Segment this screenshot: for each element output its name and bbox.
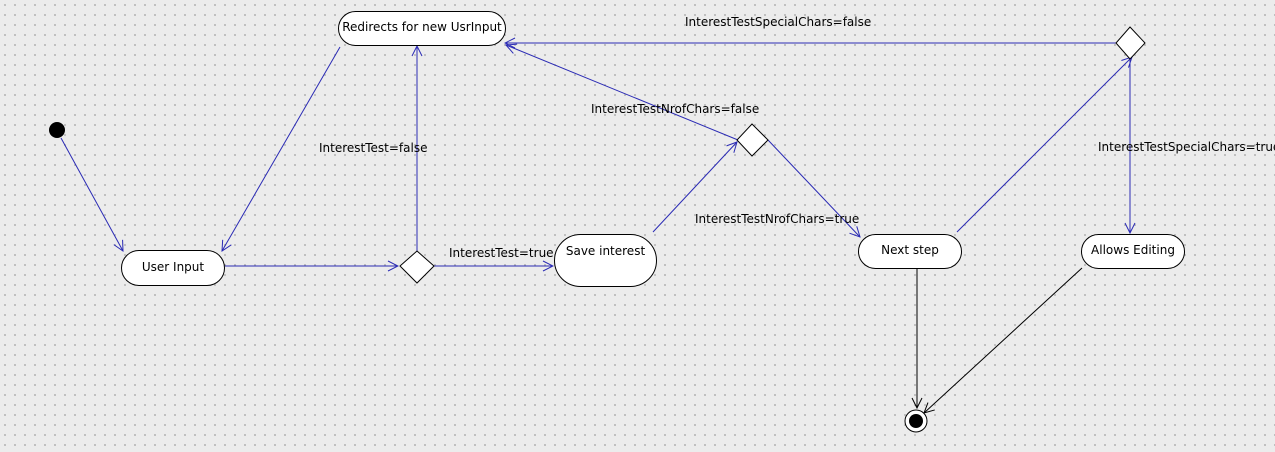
save-interest-node[interactable]: Save interest [554, 234, 657, 287]
final-node[interactable] [904, 409, 928, 433]
edge-decision-nrof-to-next-step [767, 139, 860, 237]
user-input-label: User Input [141, 260, 205, 274]
guard-special-chars-false: InterestTestSpecialChars=false [685, 15, 872, 29]
guard-interest-test-true: InterestTest=true [449, 246, 554, 260]
allows-editing-node[interactable]: Allows Editing [1081, 234, 1185, 269]
decision-interest-test[interactable] [399, 250, 435, 284]
edge-save-interest-to-decision-nrof [652, 142, 737, 233]
guard-nrof-chars-true: InterestTestNrofChars=true [695, 212, 860, 226]
guard-special-chars-true: InterestTestSpecialChars=true [1098, 140, 1275, 154]
decision-special-chars[interactable] [1115, 26, 1146, 60]
user-input-node[interactable]: User Input [121, 250, 225, 286]
redirects-label: Redirects for new UsrInput [342, 20, 502, 34]
decision-nrof-chars[interactable] [736, 123, 769, 157]
guard-interest-test-false: InterestTest=false [319, 141, 428, 155]
next-step-node[interactable]: Next step [858, 234, 962, 269]
edge-allows-editing-to-final [924, 267, 1083, 413]
edge-next-step-to-decision-special [956, 57, 1132, 233]
redirects-node[interactable]: Redirects for new UsrInput [338, 11, 506, 46]
save-interest-label: Save interest [565, 244, 646, 258]
initial-node[interactable] [49, 122, 65, 138]
next-step-label: Next step [881, 243, 939, 257]
edge-initial-to-user-input [60, 137, 123, 251]
allows-editing-label: Allows Editing [1091, 243, 1175, 257]
guard-nrof-chars-false: InterestTestNrofChars=false [591, 102, 760, 116]
edge-redirects-to-user-input [222, 46, 341, 251]
edge-decision-nrof-to-redirects [506, 45, 739, 141]
